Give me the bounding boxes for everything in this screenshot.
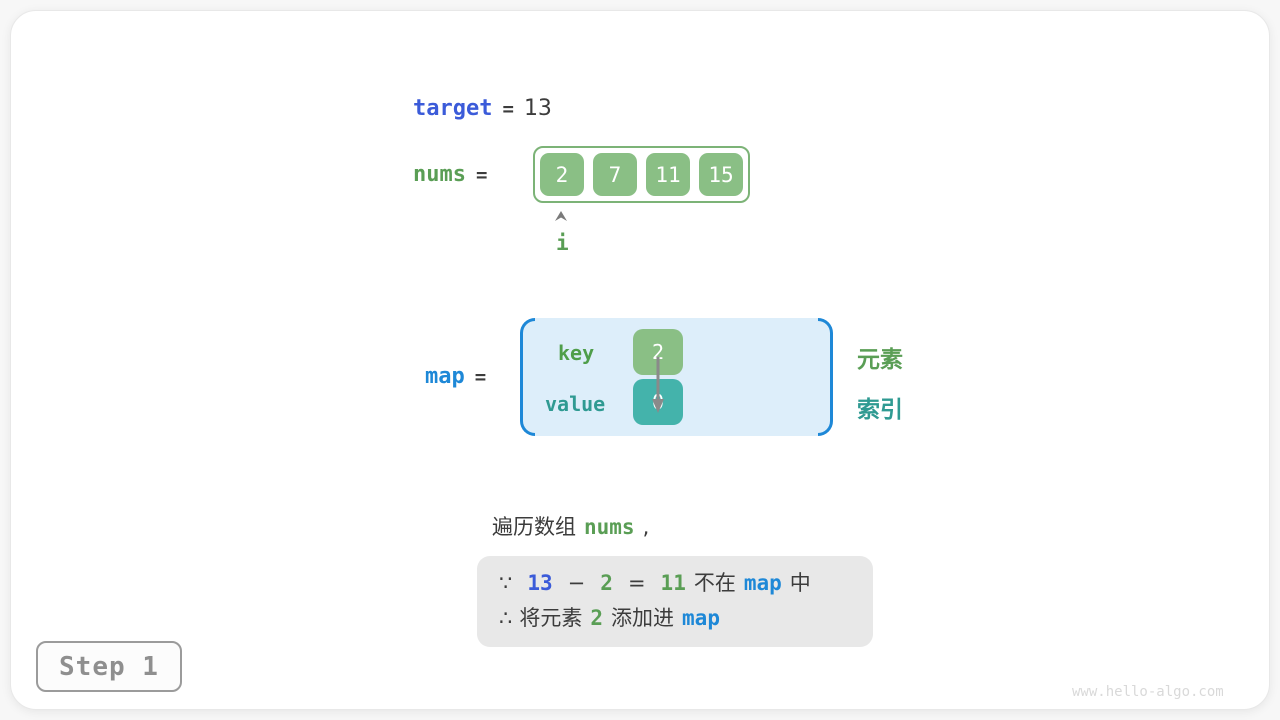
array-cell: 15 xyxy=(699,153,743,196)
map-code-ref: map xyxy=(682,606,720,630)
key-label: key xyxy=(558,341,595,365)
difference-number: 11 xyxy=(660,571,686,595)
caret-up-icon xyxy=(555,211,567,221)
reasoning-box: ∵ 13−2 = 11 不在 map 中 ∴将元素 2 添加进 map xyxy=(477,556,873,647)
reasoning-line-1: ∵ 13−2 = 11 不在 map 中 xyxy=(492,566,873,601)
target-expression: target = 13 xyxy=(413,96,552,121)
narration-prefix: 遍历数组 xyxy=(492,515,576,539)
array-cell: 7 xyxy=(593,153,637,196)
index-annotation: 索引 xyxy=(857,397,903,423)
left-bracket-icon xyxy=(520,318,535,436)
reasoning-line-2: ∴将元素 2 添加进 map xyxy=(492,601,873,636)
value-label: value xyxy=(545,392,606,416)
nums-keyword: nums xyxy=(413,162,466,187)
in-text: 中 xyxy=(789,571,811,595)
because-symbol: ∵ xyxy=(499,571,513,595)
step-badge: Step 1 xyxy=(36,641,182,692)
watermark: www.hello-algo.com xyxy=(1072,684,1224,700)
not-in-text: 不在 xyxy=(693,571,736,595)
map-expression: map = xyxy=(425,364,496,389)
nums-code-ref: nums xyxy=(584,515,635,539)
map-panel: key 2 value 0 xyxy=(520,318,833,436)
nums-array: 2 7 11 15 xyxy=(533,146,750,203)
map-keyword: map xyxy=(425,364,465,389)
array-cell: 2 xyxy=(540,153,584,196)
equals-sign: = xyxy=(502,98,514,120)
index-pointer-label: i xyxy=(556,231,569,255)
map-code-ref: map xyxy=(743,571,782,595)
therefore-symbol: ∴ xyxy=(499,606,513,630)
target-number: 13 xyxy=(527,571,553,595)
element-number: 2 xyxy=(590,606,604,630)
target-keyword: target xyxy=(413,96,493,121)
add-element-text: 将元素 xyxy=(519,606,583,630)
target-value: 13 xyxy=(523,96,552,121)
narration-line: 遍历数组 nums, xyxy=(492,511,649,541)
element-number: 2 xyxy=(600,571,613,595)
array-cell: 11 xyxy=(646,153,690,196)
add-into-text: 添加进 xyxy=(611,606,675,630)
equals-sign: = xyxy=(627,571,646,595)
step-label: Step 1 xyxy=(59,651,159,682)
right-bracket-icon xyxy=(818,318,833,436)
equals-sign: = xyxy=(474,366,487,388)
arrow-down-icon xyxy=(652,357,664,413)
equals-sign: = xyxy=(475,164,488,186)
nums-expression: nums = xyxy=(413,162,497,187)
element-annotation: 元素 xyxy=(857,347,903,373)
narration-comma: , xyxy=(642,515,650,539)
minus-sign: − xyxy=(567,571,586,595)
